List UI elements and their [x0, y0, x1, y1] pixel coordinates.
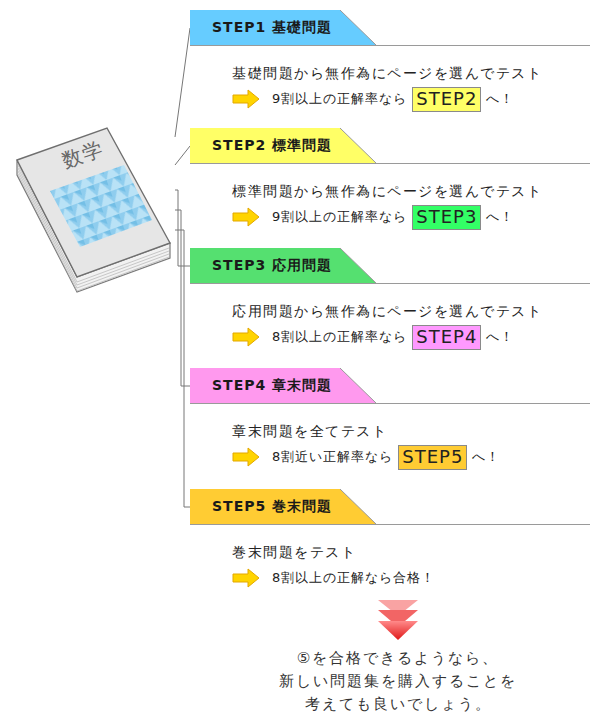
- step-link-slot: STEP4: [412, 325, 481, 350]
- condition-text: 9割以上の正解率なら: [272, 90, 407, 108]
- arrow-shape: [233, 569, 259, 587]
- down-chevrons: [378, 600, 418, 640]
- step-description: 標準問題から無作為にページを選んでテスト: [232, 181, 542, 201]
- next-step-label: STEP5: [402, 446, 463, 467]
- tab-slant: [340, 489, 376, 524]
- step-section: STEP2 標準問題標準問題から無作為にページを選んでテスト 9割以上の正解率なら…: [190, 128, 590, 238]
- step-heading: STEP2 標準問題: [212, 128, 332, 163]
- chevron: [378, 621, 418, 640]
- arrow-icon: [232, 89, 260, 109]
- tab-slant: [340, 128, 376, 163]
- step-header: STEP4 章末問題: [190, 368, 590, 404]
- leader-connector: [175, 210, 190, 386]
- tab-fill: [190, 10, 376, 45]
- condition-tail: へ！: [486, 208, 514, 226]
- step-heading: STEP1 基礎問題: [212, 10, 332, 45]
- tab-slant: [340, 368, 376, 403]
- next-step-highlight: STEP4: [412, 325, 481, 350]
- tab-rule: [190, 403, 590, 404]
- step-header: STEP1 基礎問題: [190, 10, 590, 46]
- arrow-shape: [233, 328, 259, 346]
- leader-connector: [175, 230, 190, 507]
- step-header: STEP5 巻末問題: [190, 489, 590, 525]
- step-heading: STEP3 応用問題: [212, 248, 332, 283]
- leader-connector: [175, 146, 190, 165]
- book-illustration: 数学: [12, 125, 175, 305]
- next-step-highlight: STEP2: [412, 87, 481, 112]
- step-link-slot: STEP3: [412, 205, 481, 230]
- step-description: 巻末問題をテスト: [232, 542, 356, 562]
- tab-rule: [190, 45, 590, 46]
- tab-fill: [190, 128, 376, 163]
- next-step-label: STEP4: [416, 326, 477, 347]
- step-section: STEP3 応用問題応用問題から無作為にページを選んでテスト 8割以上の正解率なら…: [190, 248, 590, 358]
- condition-tail: へ！: [486, 90, 514, 108]
- condition-text: 8割以上の正解率なら: [272, 328, 407, 346]
- step-description: 章末問題を全てテスト: [232, 421, 387, 441]
- arrow-shape: [233, 208, 259, 226]
- next-step-label: STEP3: [416, 206, 477, 227]
- book-cover: [17, 128, 170, 277]
- condition-row: 8割以上の正解なら合格！: [232, 565, 445, 591]
- step-link-slot: STEP2: [412, 87, 481, 112]
- condition-text: 8割以上の正解なら合格！: [272, 569, 435, 587]
- step-header: STEP3 応用問題: [190, 248, 590, 284]
- step-section: STEP4 章末問題章末問題を全てテスト 8割近い正解率なら STEP5 へ！: [190, 368, 590, 478]
- cover-pattern: [50, 165, 152, 247]
- leader-connector: [175, 190, 190, 266]
- condition-text: 9割以上の正解率なら: [272, 208, 407, 226]
- condition-text: 8割近い正解率なら: [272, 448, 393, 466]
- step-header: STEP2 標準問題: [190, 128, 590, 164]
- step-description: 応用問題から無作為にページを選んでテスト: [232, 301, 542, 321]
- tab-slant: [340, 248, 376, 283]
- step-heading: STEP5 巻末問題: [212, 489, 332, 524]
- tab-fill: [190, 489, 376, 524]
- tab-slant: [340, 10, 376, 45]
- arrow-icon: [232, 327, 260, 347]
- step-description: 基礎問題から無作為にページを選んでテスト: [232, 63, 542, 83]
- tab-fill: [190, 368, 376, 403]
- step-link-slot: STEP5: [398, 445, 467, 470]
- step-heading: STEP4 章末問題: [212, 368, 332, 403]
- step-section: STEP5 巻末問題巻末問題をテスト 8割以上の正解なら合格！: [190, 489, 590, 599]
- arrow-shape: [233, 90, 259, 108]
- arrow-icon: [232, 447, 260, 467]
- condition-row: 9割以上の正解率なら STEP3 へ！: [232, 204, 514, 230]
- tab-fill: [190, 248, 376, 283]
- closing-note: ⑤を合格できるようなら、 新しい問題集を購入することを 考えても良いでしょう。: [238, 647, 558, 716]
- arrow-icon: [232, 568, 260, 588]
- condition-tail: へ！: [472, 448, 500, 466]
- tab-rule: [190, 524, 590, 525]
- next-step-highlight: STEP3: [412, 205, 481, 230]
- next-step-label: STEP2: [416, 88, 477, 109]
- step-section: STEP1 基礎問題基礎問題から無作為にページを選んでテスト 9割以上の正解率なら…: [190, 10, 590, 120]
- tab-rule: [190, 283, 590, 284]
- condition-row: 9割以上の正解率なら STEP2 へ！: [232, 86, 514, 112]
- arrow-shape: [233, 448, 259, 466]
- condition-row: 8割以上の正解率なら STEP4 へ！: [232, 324, 514, 350]
- condition-row: 8割近い正解率なら STEP5 へ！: [232, 444, 500, 470]
- leader-connector: [175, 28, 190, 137]
- next-step-highlight: STEP5: [398, 445, 467, 470]
- arrow-icon: [232, 207, 260, 227]
- condition-tail: へ！: [486, 328, 514, 346]
- tab-rule: [190, 163, 590, 164]
